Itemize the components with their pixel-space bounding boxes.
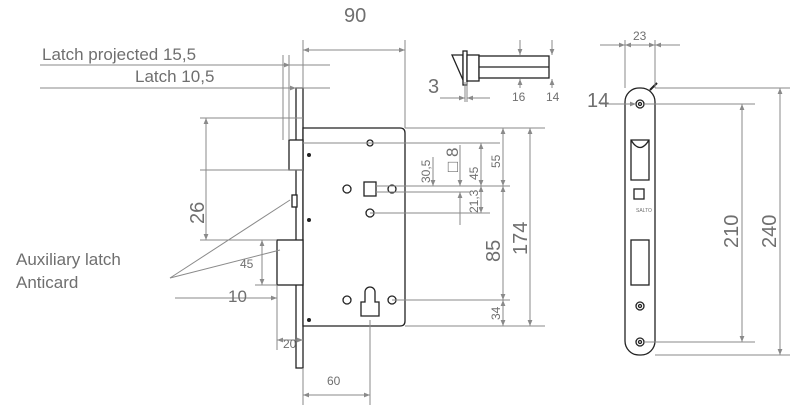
dim-14-latch: 14 [546, 90, 560, 104]
dim-21-3: 21,3 [467, 189, 481, 213]
dimension-lines [40, 40, 545, 405]
lock-front-view [276, 87, 406, 369]
faceplate-view [600, 40, 790, 356]
dim-square-8: □ 8 [443, 148, 462, 172]
latch-side-view [440, 40, 555, 102]
screw-hole [387, 184, 397, 194]
dim-90: 90 [344, 5, 366, 27]
anticard-latch [291, 194, 298, 208]
cylinder-cutout [360, 286, 380, 317]
latch-wedge [451, 54, 464, 81]
dim-45: 45 [467, 166, 481, 180]
latch-projected-label: Latch projected 15,5 [42, 45, 196, 64]
follower-square [363, 181, 377, 197]
dim-85: 85 [483, 240, 505, 262]
dim-14-faceplate: 14 [587, 90, 609, 112]
dim-16: 16 [512, 90, 526, 104]
dim-3: 3 [428, 76, 439, 98]
auxiliary-latch-bolt [276, 239, 304, 286]
dim-20: 20 [283, 337, 297, 351]
dim-60: 60 [327, 374, 341, 388]
lock-case [302, 127, 406, 327]
latch-bolt [288, 139, 304, 171]
dim-23: 23 [633, 29, 647, 43]
screw-hole [342, 184, 352, 194]
dim-210: 210 [721, 215, 743, 248]
salto-logo: SALTO [636, 208, 652, 214]
dim-26: 26 [187, 202, 209, 224]
faceplate [295, 87, 304, 369]
anticard-label: Anticard [16, 273, 78, 292]
dim-55: 55 [489, 154, 503, 168]
dim-240: 240 [759, 215, 781, 248]
faceplate-outline [624, 87, 656, 356]
dim-10: 10 [228, 287, 247, 306]
dim-174: 174 [510, 222, 532, 255]
auxiliary-latch-label: Auxiliary latch [16, 250, 121, 269]
screw-hole [342, 295, 352, 305]
dim-45-aux: 45 [240, 257, 254, 271]
dim-30-5: 30,5 [419, 159, 433, 183]
latch-label: Latch 10,5 [135, 67, 214, 86]
dim-34: 34 [489, 306, 503, 320]
